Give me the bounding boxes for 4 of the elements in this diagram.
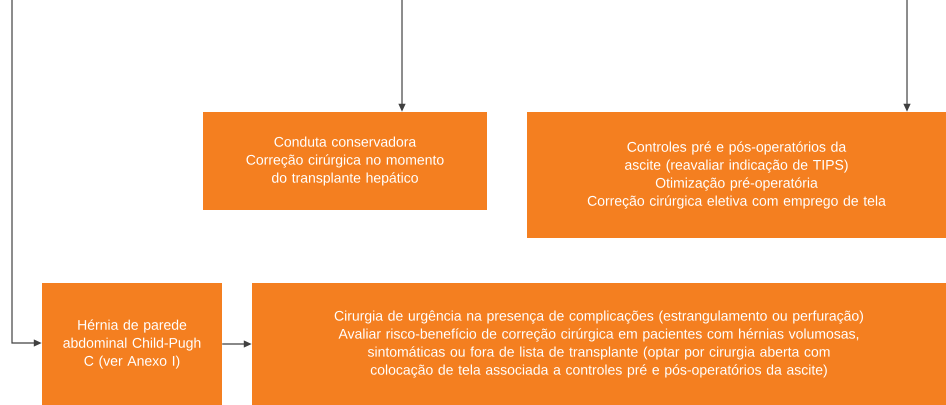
process-box: Hérnia de parede abdominal Child-Pugh C (ver Anexo I) [42,283,222,405]
process-box: Conduta conservadora Correção cirúrgica no momento do transplante hepático [203,112,487,210]
process-box: Cirurgia de urgência na presença de complicações (estrangulamento ou perfuração) Avaliar risco-benefício de correção cirúrgica em pacientes com hérnias volumosas, sintomáticas ou fora de lista de transplante (optar por cirurgia aberta com colocação de tela associada a controles pré e pós-operatórios da ascite) [252,283,946,405]
process-box: Controles pré e pós-operatórios da ascite (reavaliar indicação de TIPS) Otimização pré-operatória Correção cirúrgica eletiva com emprego de tela [527,112,946,238]
